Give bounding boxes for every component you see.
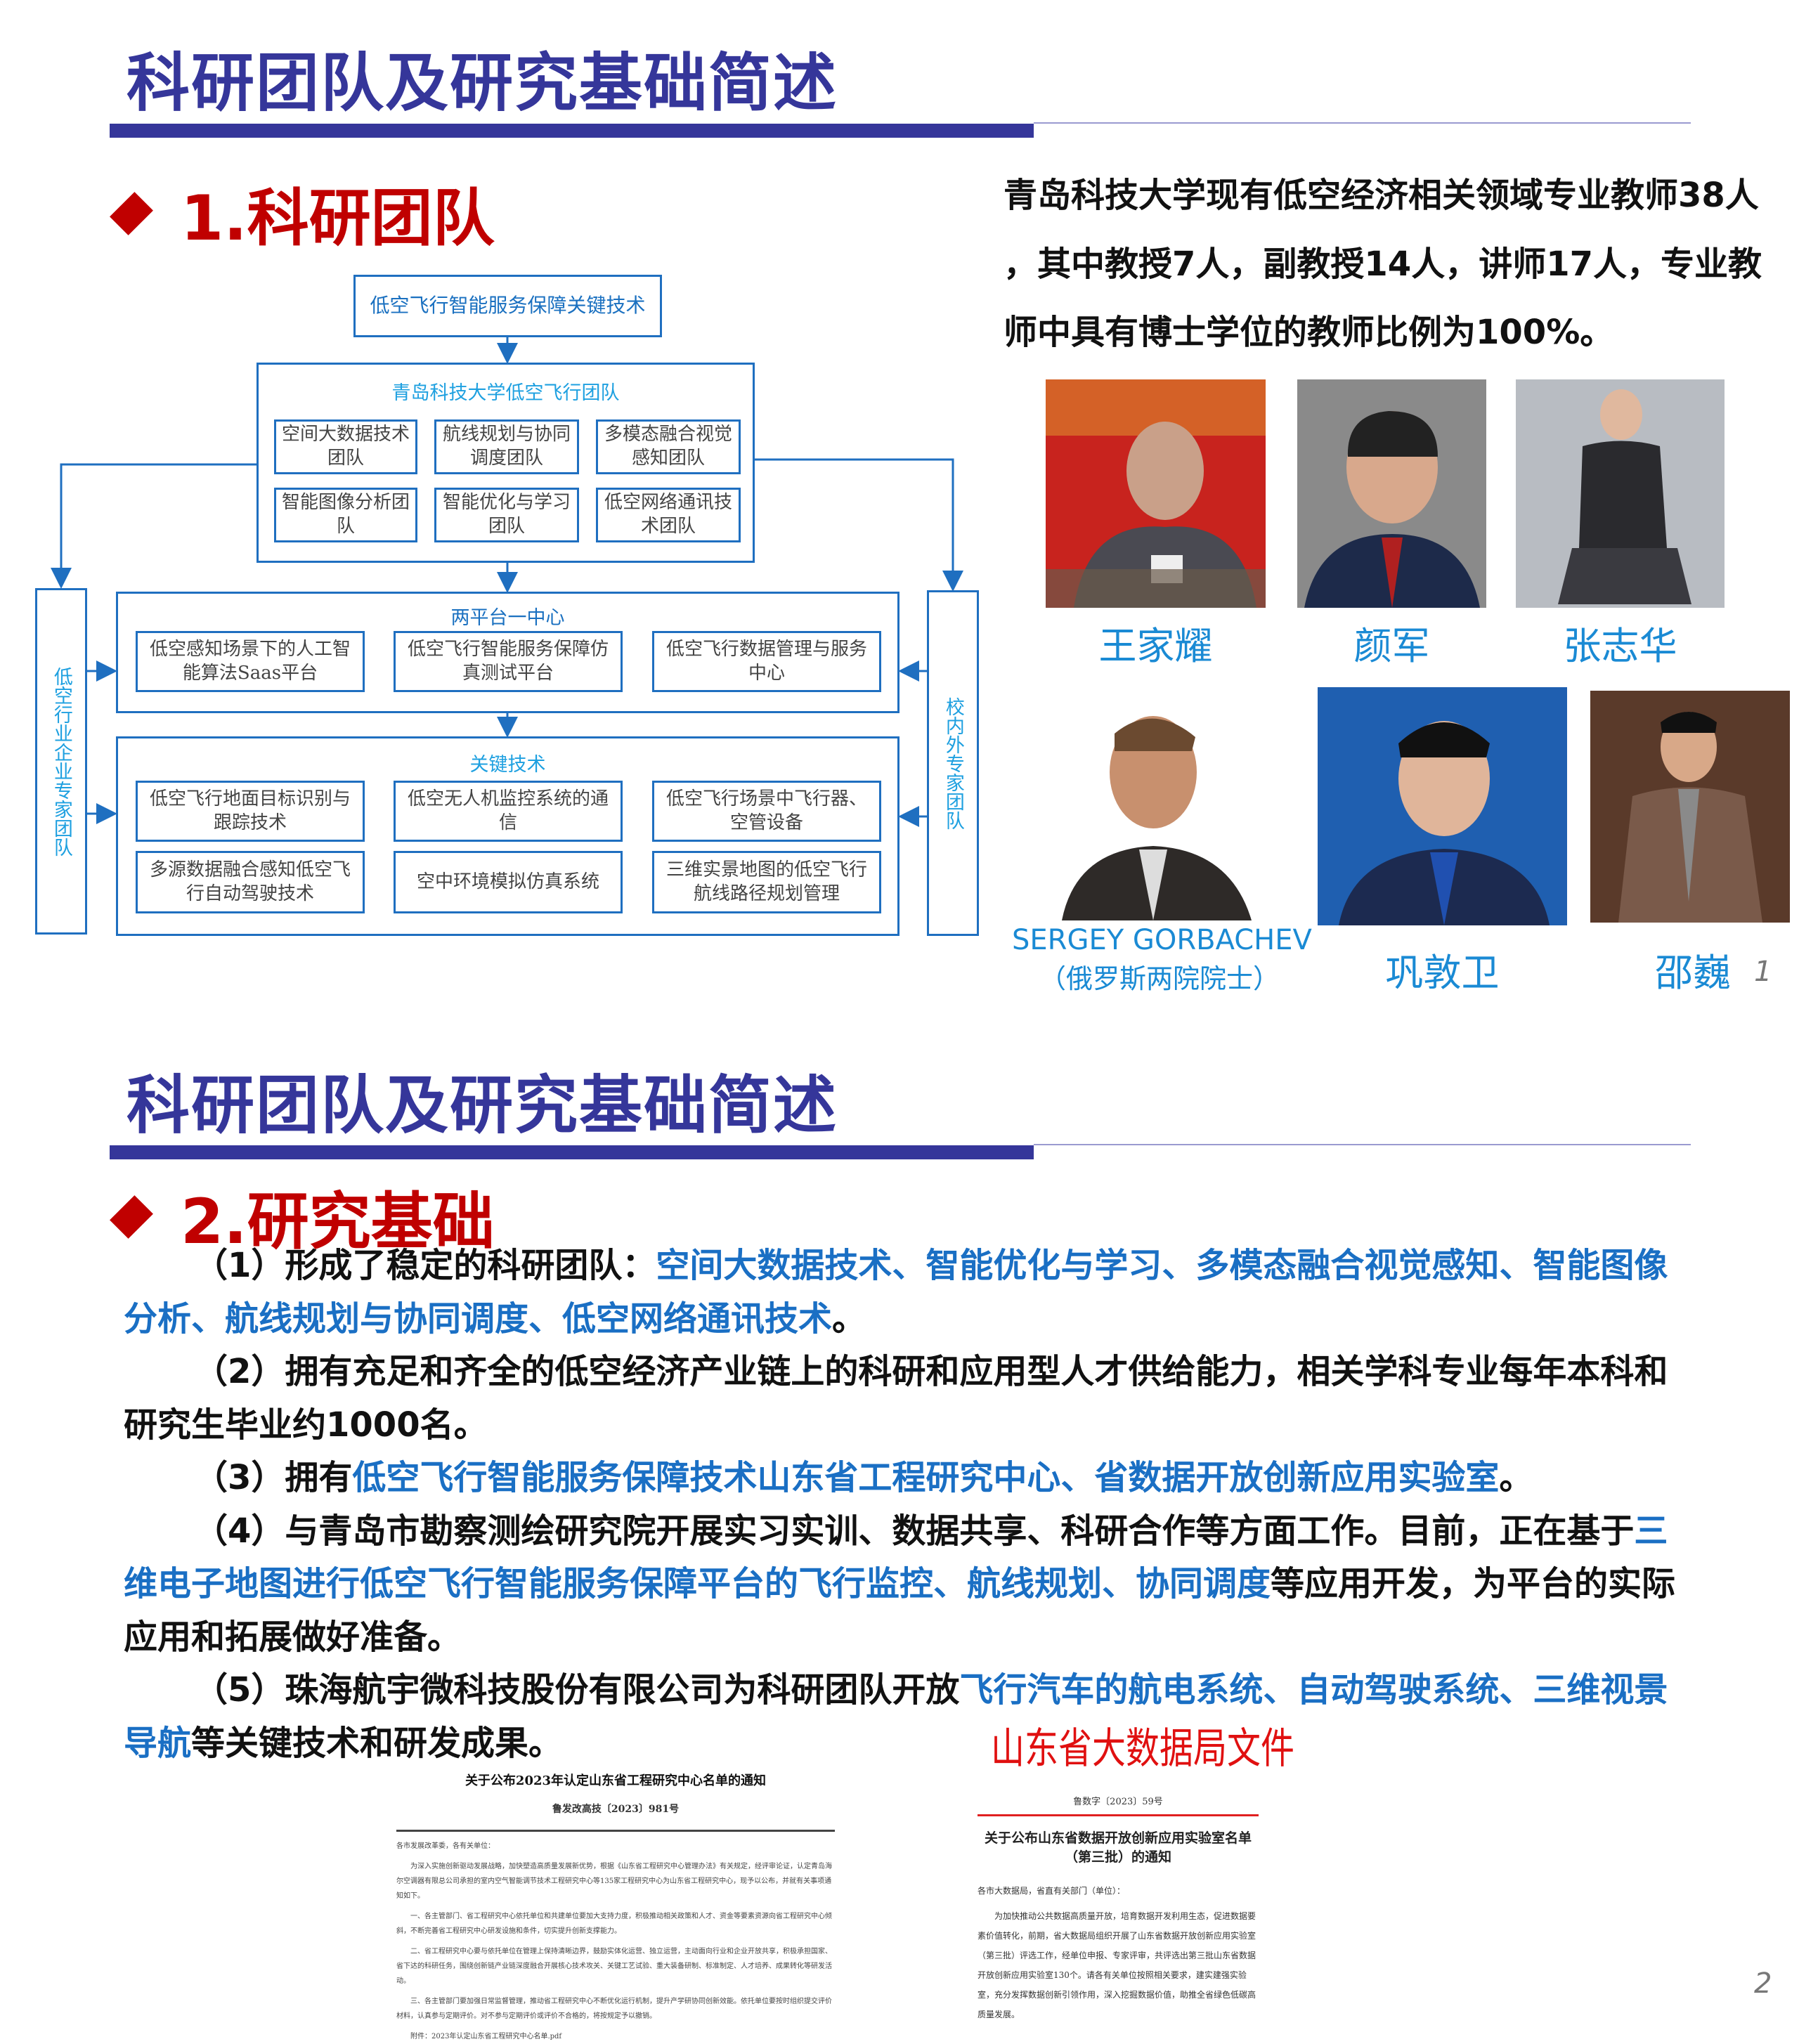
section-heading-1: 1.科研团队 — [105, 169, 495, 258]
doc-body-line: 为加快推动公共数据高质量开放，培育数据开发利用生态，促进数据要素价值转化，前期，… — [978, 1911, 1256, 2019]
paragraph-text: （3）拥有 — [194, 1458, 353, 1497]
doc-header-red: 山东省大数据局文件 — [991, 1724, 1294, 1773]
right-expert-label: 校内外专家团队 — [942, 696, 964, 830]
team-box: 青岛科技大学低空飞行团队 — [256, 363, 755, 563]
person-name: 王家耀 — [1098, 624, 1213, 668]
left-expert-box: 低空行业企业专家团队 — [35, 588, 87, 935]
research-paragraph: （4）与青岛市勘察测绘研究院开展实习实训、数据共享、科研合作等方面工作。目前，正… — [124, 1505, 1695, 1665]
research-paragraph: （1）形成了稳定的科研团队：空间大数据技术、智能优化与学习、多模态融合视觉感知、… — [124, 1239, 1695, 1346]
portrait-photo — [1048, 695, 1264, 920]
research-paragraph: （5）珠海航宇微科技股份有限公司为科研团队开放飞行汽车的航电系统、自动驾驶系统、… — [124, 1664, 1695, 1770]
tech-cell: 多源数据融合感知低空飞行自动驾驶技术 — [136, 851, 365, 913]
doc-body-line: 附件：2023年认定山东省工程研究中心名单.pdf — [410, 2033, 562, 2040]
diagram-top-box: 低空飞行智能服务保障关键技术 — [353, 275, 662, 337]
portrait-photo — [1046, 379, 1266, 608]
section-label: 1.科研团队 — [181, 182, 495, 254]
person-title: （俄罗斯两院院士） — [1039, 963, 1280, 994]
document-engineering-center: 关于公布2023年认定山东省工程研究中心名单的通知 鲁发改高技〔2023〕981… — [391, 1764, 840, 2040]
intro-line: 师中具有博士学位的教师比例为100%。 — [1004, 313, 1614, 352]
paragraph-text: （5）珠海航宇微科技股份有限公司为科研团队开放 — [194, 1670, 960, 1710]
paragraph-text: （1）形成了稳定的科研团队： — [194, 1246, 656, 1285]
title-bar — [110, 124, 1034, 138]
portrait-photo — [1516, 379, 1725, 608]
diamond-icon — [110, 1194, 153, 1239]
team-cell: 智能优化与学习团队 — [434, 488, 579, 542]
intro-line: ，其中教授7人，副教授14人，讲师17人，专业教 — [1004, 245, 1762, 284]
person-name: 张志华 — [1563, 624, 1677, 668]
doc-body-line: 各市发展改革委，各有关单位： — [396, 1842, 495, 1850]
highlighted-text: 低空飞行智能服务保障技术山东省工程研究中心、省数据开放创新应用实验室 — [352, 1458, 1500, 1497]
portrait-photo — [1590, 691, 1790, 923]
title-bar — [110, 1145, 1034, 1159]
platform-cell: 低空飞行数据管理与服务中心 — [652, 631, 881, 692]
person-name: 巩敦卫 — [1385, 951, 1500, 995]
document-data-lab: 鲁数字〔2023〕59号 关于公布山东省数据开放创新应用实验室名单（第三批）的通… — [978, 1788, 1259, 2024]
highlighted-text: 三维电子地图进行低空飞行智能服务保障平台的飞行监控、航线规划、协同调度 — [124, 1511, 1668, 1604]
highlighted-text: 飞行汽车的航电系统、自动驾驶系统、三维视景导航 — [124, 1670, 1668, 1763]
doc-body-line: 各市大数据局，省直有关部门（单位）： — [978, 1886, 1126, 1896]
paragraph-text: 等应用开发，为平台的实际应用和拓展做好准备。 — [124, 1564, 1676, 1657]
title-line — [1034, 122, 1691, 124]
team-box-title: 青岛科技大学低空飞行团队 — [391, 382, 620, 404]
paragraph-text: 等关键技术和研发成果。 — [191, 1723, 563, 1763]
portrait-photo — [1318, 687, 1567, 925]
team-cell: 空间大数据技术团队 — [274, 419, 417, 474]
page-number: 2 — [1754, 1967, 1772, 2000]
platform-box: 两平台一中心 — [116, 592, 900, 713]
team-cell: 航线规划与协同调度团队 — [434, 419, 579, 474]
doc-body-line: 为深入实施创新驱动发展战略，加快塑造高质量发展新优势，根据《山东省工程研究中心管… — [396, 1863, 832, 1900]
person-name: 邵巍 — [1655, 951, 1731, 995]
team-cell: 智能图像分析团队 — [274, 488, 417, 542]
intro-line: 青岛科技大学现有低空经济相关领域专业教师38人 — [1004, 176, 1759, 215]
tech-box: 关键技术 — [116, 736, 900, 936]
doc-number: 鲁发改高技〔2023〕981号 — [552, 1804, 680, 1815]
doc-title: 关于公布山东省数据开放创新应用实验室名单（第三批）的通知 — [984, 1830, 1252, 1865]
paragraph-text: （4）与青岛市勘察测绘研究院开展实习实训、数据共享、科研合作等方面工作。目前，正… — [194, 1511, 1635, 1551]
right-expert-box: 校内外专家团队 — [927, 590, 979, 936]
page-number: 1 — [1754, 956, 1772, 988]
tech-cell: 空中环境模拟仿真系统 — [394, 851, 623, 913]
team-cell: 多模态融合视觉感知团队 — [596, 419, 741, 474]
research-paragraph: （2）拥有充足和齐全的低空经济产业链上的科研和应用型人才供给能力，相关学科专业每… — [124, 1346, 1695, 1452]
platform-box-title: 两平台一中心 — [450, 607, 565, 629]
portrait-photo — [1297, 379, 1486, 608]
paragraph-text: （2）拥有充足和齐全的低空经济产业链上的科研和应用型人才供给能力，相关学科专业每… — [124, 1352, 1668, 1445]
paragraph-text: 。 — [1499, 1458, 1533, 1497]
paragraph-text: 。 — [832, 1298, 866, 1339]
tech-cell: 低空无人机监控系统的通信 — [394, 781, 623, 842]
doc-rule — [396, 1830, 835, 1832]
slide2-title: 科研团队及研究基础简述 — [126, 1069, 838, 1143]
doc-title: 关于公布2023年认定山东省工程研究中心名单的通知 — [465, 1773, 767, 1788]
section-label: 2.研究基础 — [181, 1185, 495, 1258]
tech-cell: 低空飞行地面目标识别与跟踪技术 — [136, 781, 365, 842]
team-cell: 低空网络通讯技术团队 — [596, 488, 741, 542]
org-diagram: 低空飞行智能服务保障关键技术 青岛科技大学低空飞行团队 空间大数据技术团队 航线… — [0, 0, 998, 956]
doc-body-line: 一、各主管部门、省工程研究中心依托单位和共建单位要加大支持力度，积极推动相关政策… — [396, 1913, 832, 1935]
tech-cell: 三维实景地图的低空飞行航线路径规划管理 — [652, 851, 881, 913]
person-name: SERGEY GORBACHEV — [1012, 924, 1312, 956]
tech-box-title: 关键技术 — [469, 754, 546, 776]
person-name: 颜军 — [1353, 624, 1430, 668]
left-expert-label: 低空行业企业专家团队 — [50, 666, 72, 857]
highlighted-text: 空间大数据技术、智能优化与学习、多模态融合视觉感知、智能图像分析、航线规划与协同… — [124, 1246, 1668, 1339]
slide1-title: 科研团队及研究基础简述 — [126, 46, 838, 120]
platform-cell: 低空飞行智能服务保障仿真测试平台 — [394, 631, 623, 692]
research-paragraphs: （1）形成了稳定的科研团队：空间大数据技术、智能优化与学习、多模态融合视觉感知、… — [124, 1239, 1695, 1770]
research-paragraph: （3）拥有低空飞行智能服务保障技术山东省工程研究中心、省数据开放创新应用实验室。 — [124, 1452, 1695, 1505]
platform-cell: 低空感知场景下的人工智能算法Saas平台 — [136, 631, 365, 692]
doc-body-line: 三、各主管部门要加强日常监督管理，推动省工程研究中心不断优化运行机制，提升产学研… — [396, 1998, 832, 2020]
tech-cell: 低空飞行场景中飞行器、空管设备 — [652, 781, 881, 842]
title-line — [1034, 1144, 1691, 1145]
section-heading-2: 2.研究基础 — [105, 1172, 495, 1261]
doc-body-line: 二、省工程研究中心要与依托单位在管理上保持清晰边界，鼓励实体化运营、独立运营，主… — [396, 1948, 832, 1985]
diagram-connectors — [51, 337, 963, 827]
doc-number: 鲁数字〔2023〕59号 — [1073, 1797, 1163, 1807]
doc-rule — [978, 1814, 1259, 1816]
